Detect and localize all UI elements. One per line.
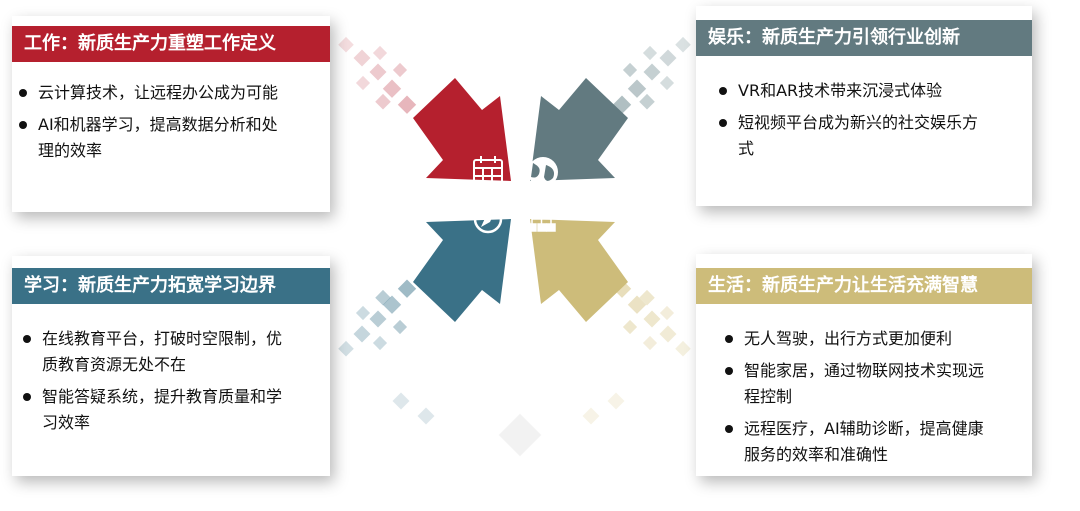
list-item: 无人驾驶，出行方式更加便利 [722, 326, 1028, 352]
reflection-trail [392, 392, 625, 457]
list-item: VR和AR技术带来沉浸式体验 [716, 78, 1026, 104]
khaki-arrow [530, 219, 628, 322]
compass-icon [473, 204, 503, 234]
red-square-trail [338, 36, 417, 114]
calendar-icon [473, 156, 503, 186]
entertainment-panel: 娱乐：新质生产力引领行业创新 VR和AR技术带来沉浸式体验 短视频平台成为新兴的… [696, 6, 1032, 206]
life-bullet-list: 无人驾驶，出行方式更加便利 智能家居，通过物联网技术实现远 程控制 远程医疗，A… [722, 326, 1028, 474]
work-bullet-list: 云计算技术，让远程办公成为可能 AI和机器学习，提高数据分析和处 理的效率 [16, 80, 326, 170]
list-item: 云计算技术，让远程办公成为可能 [16, 80, 326, 106]
work-panel: 工作：新质生产力重塑工作定义 云计算技术，让远程办公成为可能 AI和机器学习，提… [12, 16, 330, 212]
globe-icon [528, 157, 558, 187]
list-item: 智能家居，通过物联网技术实现远 程控制 [722, 358, 1028, 410]
teal-arrow [413, 219, 511, 322]
list-item: 短视频平台成为新兴的社交娱乐方 式 [716, 110, 1026, 162]
list-item: 远程医疗，AI辅助诊断，提高健康 服务的效率和准确性 [722, 416, 1028, 468]
list-item: 在线教育平台，打破时空限制，优 质教育资源无处不在 [20, 326, 326, 378]
slate-square-trail [612, 36, 691, 114]
life-panel: 生活：新质生产力让生活充满智慧 无人驾驶，出行方式更加便利 智能家居，通过物联网… [696, 254, 1032, 476]
life-panel-title: 生活：新质生产力让生活充满智慧 [696, 268, 1032, 304]
teal-square-trail [338, 279, 417, 357]
study-bullet-list: 在线教育平台，打破时空限制，优 质教育资源无处不在 智能答疑系统，提升教育质量和… [20, 326, 326, 442]
sitemap-icon [527, 204, 556, 232]
entertainment-panel-title: 娱乐：新质生产力引领行业创新 [696, 20, 1032, 56]
list-item: 智能答疑系统，提升教育质量和学 习效率 [20, 384, 326, 436]
slate-arrow [530, 78, 628, 181]
study-panel: 学习：新质生产力拓宽学习边界 在线教育平台，打破时空限制，优 质教育资源无处不在… [12, 256, 330, 476]
list-item: AI和机器学习，提高数据分析和处 理的效率 [16, 112, 326, 164]
study-panel-title: 学习：新质生产力拓宽学习边界 [12, 268, 330, 304]
red-arrow [413, 78, 511, 181]
entertainment-bullet-list: VR和AR技术带来沉浸式体验 短视频平台成为新兴的社交娱乐方 式 [716, 78, 1026, 168]
work-panel-title: 工作：新质生产力重塑工作定义 [12, 26, 330, 62]
converging-arrows-graphic [338, 36, 691, 457]
khaki-square-trail [612, 279, 691, 357]
